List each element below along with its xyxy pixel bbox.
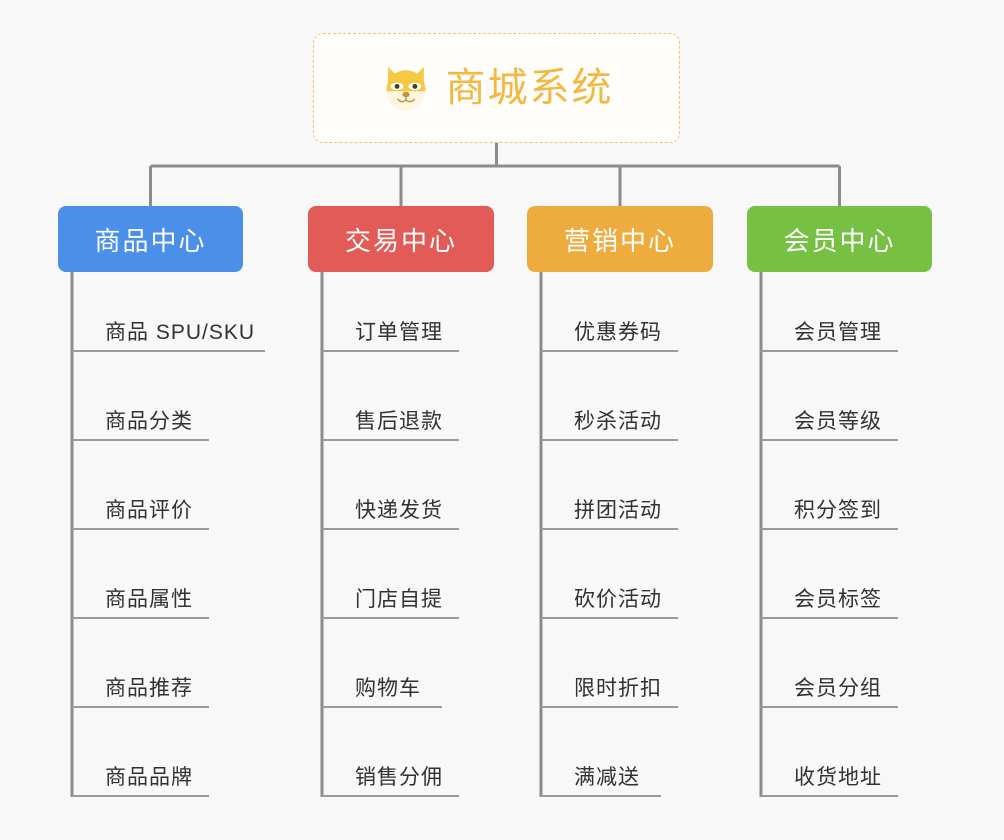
leaf-item-label: 商品评价 (105, 499, 193, 522)
leaf-item-label: 满减送 (574, 766, 640, 789)
branch-box-2[interactable]: 交易中心 (308, 206, 494, 272)
leaf-item-label: 秒杀活动 (574, 410, 662, 433)
leaf-item-rule (541, 617, 678, 619)
leaf-item-label: 拼团活动 (574, 499, 662, 522)
branch-label: 营销中心 (563, 225, 676, 256)
leaf-item-rule (322, 617, 459, 619)
leaf-item-label: 会员标签 (794, 588, 882, 611)
leaf-item-label: 限时折扣 (574, 677, 662, 700)
leaf-item-rule (72, 795, 209, 797)
leaf-item-rule (761, 706, 898, 708)
leaf-item-rule (72, 439, 209, 441)
leaf-item-label: 购物车 (355, 677, 421, 700)
leaf-item-label: 商品品牌 (105, 766, 193, 789)
leaf-item-rule (761, 439, 898, 441)
leaf-item-label: 商品 SPU/SKU (105, 321, 256, 344)
leaf-item-label: 会员管理 (794, 321, 882, 344)
branch-box-3[interactable]: 营销中心 (527, 206, 713, 272)
leaf-item-label: 销售分佣 (355, 766, 443, 789)
leaf-item-label: 商品分类 (105, 410, 193, 433)
leaf-item-rule (761, 617, 898, 619)
leaf-item-rule (541, 795, 661, 797)
leaf-item-label: 商品属性 (105, 588, 193, 611)
leaf-item-rule (761, 528, 898, 530)
leaf-item-rule (72, 528, 209, 530)
branch-label: 商品中心 (94, 225, 207, 256)
leaf-item-rule (761, 350, 898, 352)
leaf-item-rule (322, 439, 459, 441)
leaf-item-label: 会员等级 (794, 410, 882, 433)
leaf-item-label: 快递发货 (355, 499, 443, 522)
leaf-item-rule (761, 795, 898, 797)
leaf-item-label: 收货地址 (794, 766, 882, 789)
root-title: 商城系统 (445, 66, 614, 110)
leaf-item-label: 商品推荐 (105, 677, 193, 700)
leaf-item-rule (322, 350, 459, 352)
leaf-item-label: 砍价活动 (574, 588, 662, 611)
leaf-item-rule (541, 439, 678, 441)
leaf-item-rule (541, 350, 678, 352)
leaf-item-rule (322, 795, 459, 797)
leaf-item-rule (541, 706, 678, 708)
leaf-item-label: 积分签到 (794, 499, 882, 522)
branch-label: 会员中心 (783, 225, 896, 256)
dog-face-icon (386, 66, 425, 111)
leaf-item-rule (72, 706, 209, 708)
branch-label: 交易中心 (344, 225, 457, 256)
leaf-item-label: 售后退款 (355, 410, 443, 433)
leaf-item-rule (541, 528, 678, 530)
leaf-item-label: 订单管理 (355, 321, 443, 344)
branch-box-1[interactable]: 商品中心 (58, 206, 243, 272)
branch-box-4[interactable]: 会员中心 (747, 206, 932, 272)
leaf-item-rule (72, 350, 266, 352)
leaf-item-rule (322, 528, 459, 530)
leaf-item-label: 优惠券码 (574, 321, 662, 344)
leaf-item-label: 门店自提 (355, 588, 443, 611)
leaf-item-rule (322, 706, 442, 708)
leaf-item-rule (72, 617, 209, 619)
root-node[interactable]: 商城系统 (313, 33, 680, 143)
leaf-item-label: 会员分组 (794, 677, 882, 700)
